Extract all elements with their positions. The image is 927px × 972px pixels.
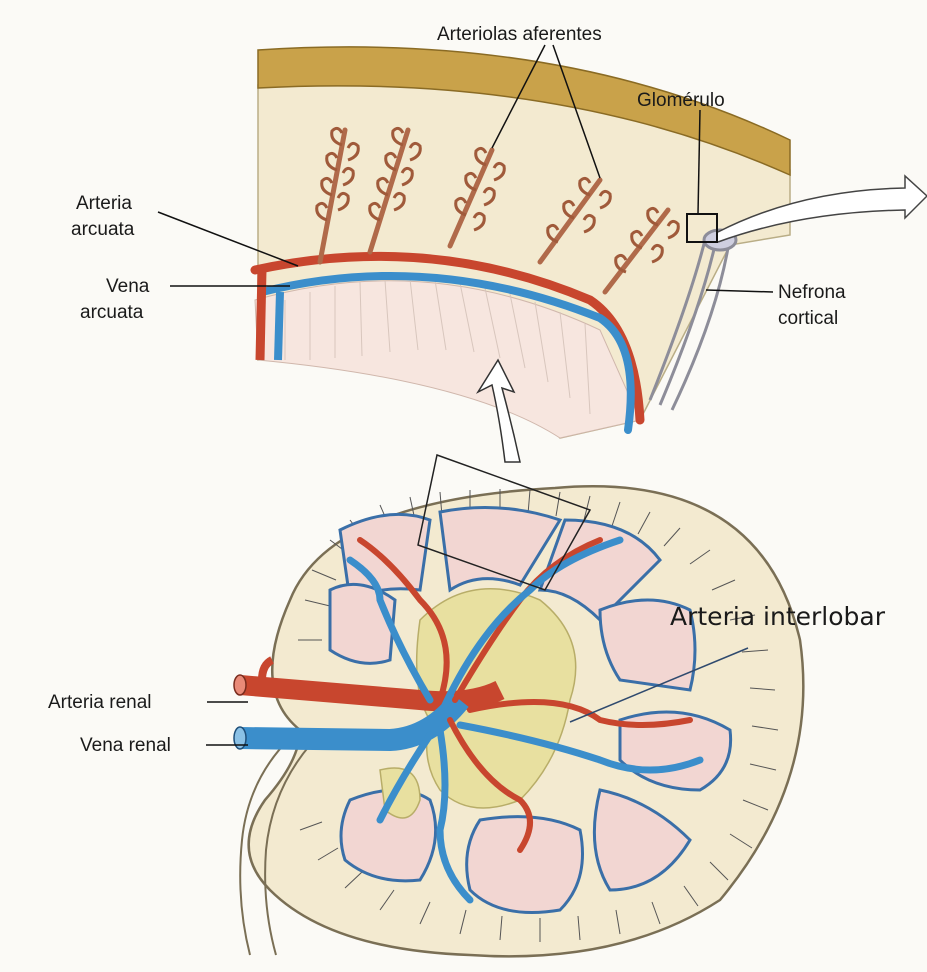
label-arteriolas-aferentes: Arteriolas aferentes [437, 24, 602, 45]
pyramid-4 [330, 584, 395, 663]
left-artery-trunk [260, 270, 262, 360]
pyramid-8 [467, 817, 583, 913]
label-vena-arcuata-line1: Vena [106, 276, 150, 297]
label-arteria-interlobar: Arteria interlobar [670, 602, 886, 631]
label-vena-arcuata-line2: arcuata [80, 302, 144, 323]
kidney-cross-section [234, 455, 803, 956]
label-vena-renal: Vena renal [80, 735, 171, 756]
left-vein-trunk [278, 292, 280, 360]
label-arteria-arcuata-line1: Arteria [76, 193, 132, 214]
label-arteria-arcuata-line2: arcuata [71, 219, 135, 240]
label-nefrona-cortical-line2: cortical [778, 308, 838, 329]
label-nefrona-cortical-line1: Nefrona [778, 282, 846, 303]
magnified-cortex-section [255, 47, 927, 438]
label-glomerulo: Glomérulo [637, 90, 725, 111]
label-arteria-renal: Arteria renal [48, 692, 152, 713]
